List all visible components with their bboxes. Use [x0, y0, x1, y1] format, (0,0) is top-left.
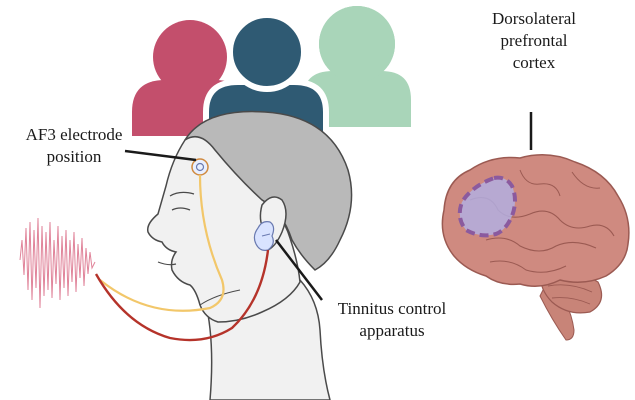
electrode-label-line1: AF3 electrode [6, 124, 142, 146]
region-label-line1: Dorsolateral [470, 8, 598, 30]
brain-illustration [442, 155, 629, 340]
region-label-line3: cortex [470, 52, 598, 74]
head-profile [148, 112, 352, 400]
device-label-line2: apparatus [322, 320, 462, 342]
region-label: Dorsolateral prefrontal cortex [470, 8, 598, 74]
electrode-label-line2: position [6, 146, 142, 168]
device-label-line1: Tinnitus control [322, 298, 462, 320]
device-label: Tinnitus control apparatus [322, 298, 462, 342]
electrode-icon [192, 159, 208, 175]
eeg-waveform [20, 218, 95, 308]
region-label-line2: prefrontal [470, 30, 598, 52]
electrode-label: AF3 electrode position [6, 124, 142, 168]
